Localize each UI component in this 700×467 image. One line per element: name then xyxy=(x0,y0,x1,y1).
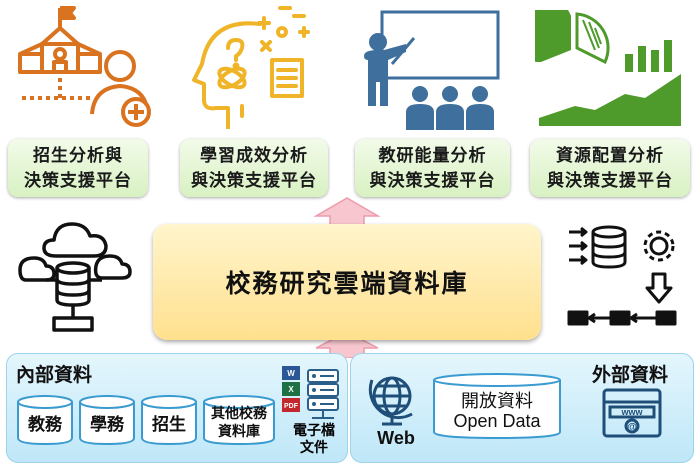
cloud-server-icon xyxy=(18,222,132,332)
platform-resource-line2: 與決策支援平台 xyxy=(547,171,673,190)
platform-resource: 資源配置分析 與決策支援平台 xyxy=(530,139,690,197)
platform-learning-line2: 與決策支援平台 xyxy=(191,171,317,190)
source-other-db-line1: 其他校務 xyxy=(211,405,267,421)
cylinder-icon xyxy=(203,395,275,446)
platform-enrollment-line2: 決策支援平台 xyxy=(24,171,132,190)
source-other-db: 其他校務 資料庫 xyxy=(202,394,276,446)
documents-label-line2: 文件 xyxy=(300,439,328,455)
web-browser-icon: www @ xyxy=(602,388,662,438)
cylinder-icon xyxy=(17,395,73,446)
platform-learning-line1: 學習成效分析 xyxy=(200,146,308,165)
platform-resource-line1: 資源配置分析 xyxy=(556,146,664,165)
up-arrow-icon xyxy=(313,197,381,230)
cylinder-icon xyxy=(433,373,561,440)
web-label: Web xyxy=(377,428,415,448)
open-data-source: 開放資料 Open Data xyxy=(432,372,562,440)
internal-data-title: 內部資料 xyxy=(16,365,93,386)
web-globe-icon xyxy=(368,376,413,426)
source-student-affairs: 學務 xyxy=(78,394,136,446)
documents-label-line1: 電子檔 xyxy=(293,422,335,438)
source-admissions-label: 招生 xyxy=(152,415,186,434)
source-academic: 教務 xyxy=(16,394,74,446)
etl-process-icon xyxy=(567,225,677,326)
svg-text:@: @ xyxy=(627,422,637,433)
documents-server-icon: W X PDF xyxy=(282,366,339,419)
cylinder-icon xyxy=(141,395,197,446)
source-academic-label: 教務 xyxy=(28,415,62,434)
external-data-title: 外部資料 xyxy=(592,365,669,386)
cloud-database-box: 校務研究雲端資料庫 xyxy=(153,224,541,340)
cylinder-icon xyxy=(79,395,135,446)
platform-research: 教研能量分析 與決策支援平台 xyxy=(355,139,510,197)
pdf-badge: PDF xyxy=(284,403,299,410)
brain-learning-icon xyxy=(192,6,310,129)
platform-research-line1: 教研能量分析 xyxy=(378,146,487,165)
platform-research-line2: 與決策支援平台 xyxy=(369,171,496,190)
school-enroll-icon xyxy=(18,6,151,127)
teacher-presentation-icon xyxy=(364,10,500,130)
platform-enrollment-line1: 招生分析與 xyxy=(33,146,123,165)
source-other-db-line2: 資料庫 xyxy=(218,423,260,439)
up-arrow-bottom-icon xyxy=(315,331,379,358)
open-data-line1: 開放資料 xyxy=(461,391,533,411)
word-badge: W xyxy=(287,369,295,378)
excel-badge: X xyxy=(288,385,294,394)
source-admissions: 招生 xyxy=(140,394,198,446)
open-data-line2: Open Data xyxy=(453,411,541,431)
platform-enrollment: 招生分析與 決策支援平台 xyxy=(8,139,148,197)
cloud-database-title: 校務研究雲端資料庫 xyxy=(225,270,469,298)
platform-learning: 學習成效分析 與決策支援平台 xyxy=(180,139,328,197)
www-badge: www xyxy=(620,407,643,417)
source-student-affairs-label: 學務 xyxy=(90,415,124,434)
charts-resource-icon xyxy=(535,10,681,126)
